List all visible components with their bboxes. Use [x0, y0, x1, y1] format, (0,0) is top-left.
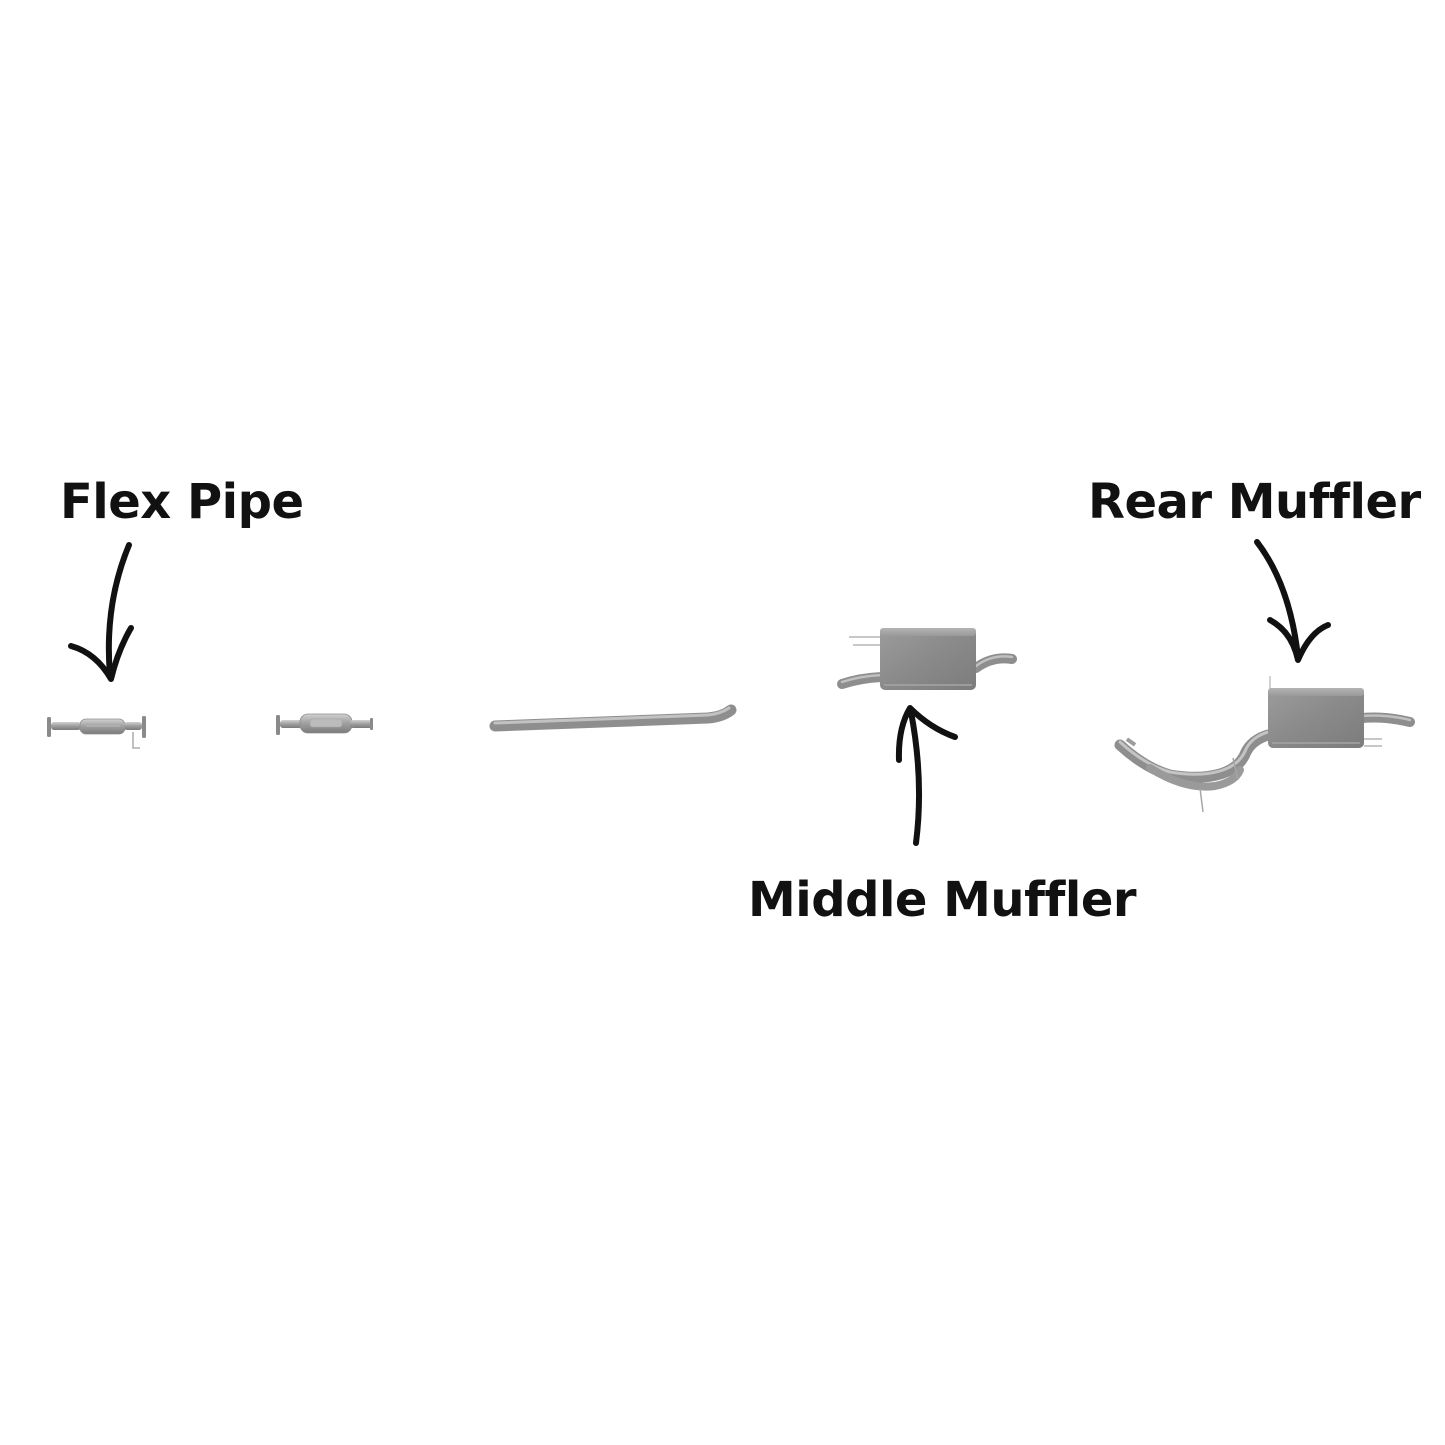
rear-muffler-arrow — [1254, 539, 1331, 663]
rear-muffler-label: Rear Muffler — [1088, 474, 1421, 530]
middle-muffler-arrow — [895, 705, 958, 846]
catalytic-pipe-part — [276, 713, 373, 735]
middle-muffler-part — [837, 628, 1017, 690]
flex-pipe-part — [47, 716, 146, 749]
flex-pipe-label: Flex Pipe — [60, 474, 304, 530]
flex-pipe-arrow — [68, 542, 134, 682]
intermediate-pipe-part — [489, 704, 737, 732]
middle-muffler-label: Middle Muffler — [748, 872, 1137, 928]
rear-muffler-part — [1114, 676, 1415, 813]
